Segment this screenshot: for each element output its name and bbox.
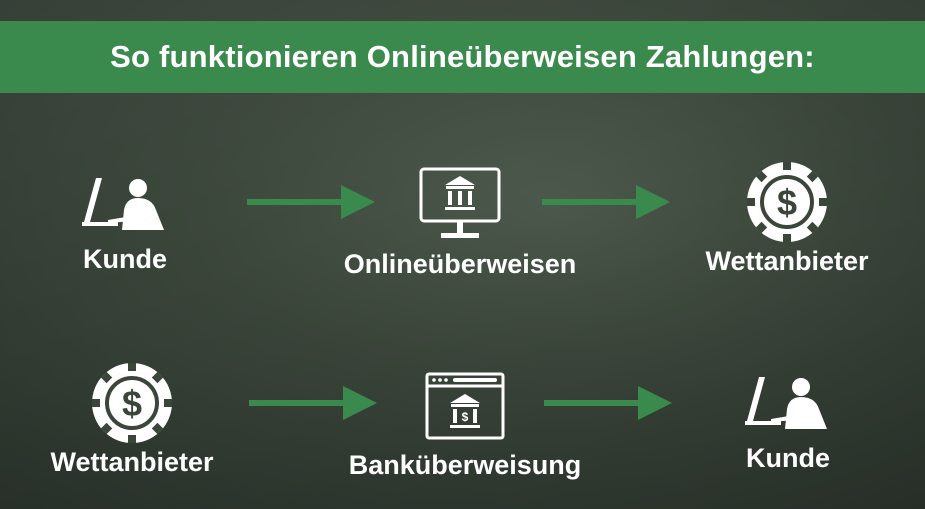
flow2-arrow-1 [249, 386, 377, 420]
flow1-step-online-banking: Onlineüberweisen [330, 167, 590, 280]
flow1-step-online-banking-label: Onlineüberweisen [343, 249, 577, 279]
svg-text:$: $ [462, 410, 469, 424]
flow1-arrow-2 [542, 185, 670, 219]
flow2-step-customer-label: Kunde [746, 443, 830, 473]
customer-computer-icon [82, 178, 164, 230]
flow1-step-betting-provider: $ Wettanbieter [687, 160, 887, 277]
customer-computer-icon [745, 377, 827, 429]
title-banner: So funktionieren Onlineüberweisen Zahlun… [0, 21, 925, 93]
flow2-step-bank-transfer-label: Banküberweisung [348, 450, 582, 480]
svg-text:$: $ [777, 182, 797, 223]
flow2-step-customer: Kunde [733, 375, 843, 474]
online-banking-monitor-icon [419, 167, 501, 238]
flow1-step-betting-provider-label: Wettanbieter [705, 246, 869, 276]
casino-chip-dollar-icon: $ [747, 162, 827, 242]
bank-browser-window-icon: $ [425, 372, 505, 440]
flow2-step-betting-provider-label: Wettanbieter [50, 447, 214, 477]
flow2-arrow-2 [544, 386, 672, 420]
flow1-step-customer-label: Kunde [83, 244, 167, 274]
flow2-step-betting-provider: $ Wettanbieter [32, 361, 232, 478]
page-title: So funktionieren Onlineüberweisen Zahlun… [110, 39, 815, 74]
flow2-step-bank-transfer: $ Banküberweisung [335, 372, 595, 481]
flow1-arrow-1 [247, 185, 375, 219]
svg-text:$: $ [122, 383, 142, 424]
flow1-step-customer: Kunde [70, 176, 180, 275]
casino-chip-dollar-icon: $ [92, 363, 172, 443]
